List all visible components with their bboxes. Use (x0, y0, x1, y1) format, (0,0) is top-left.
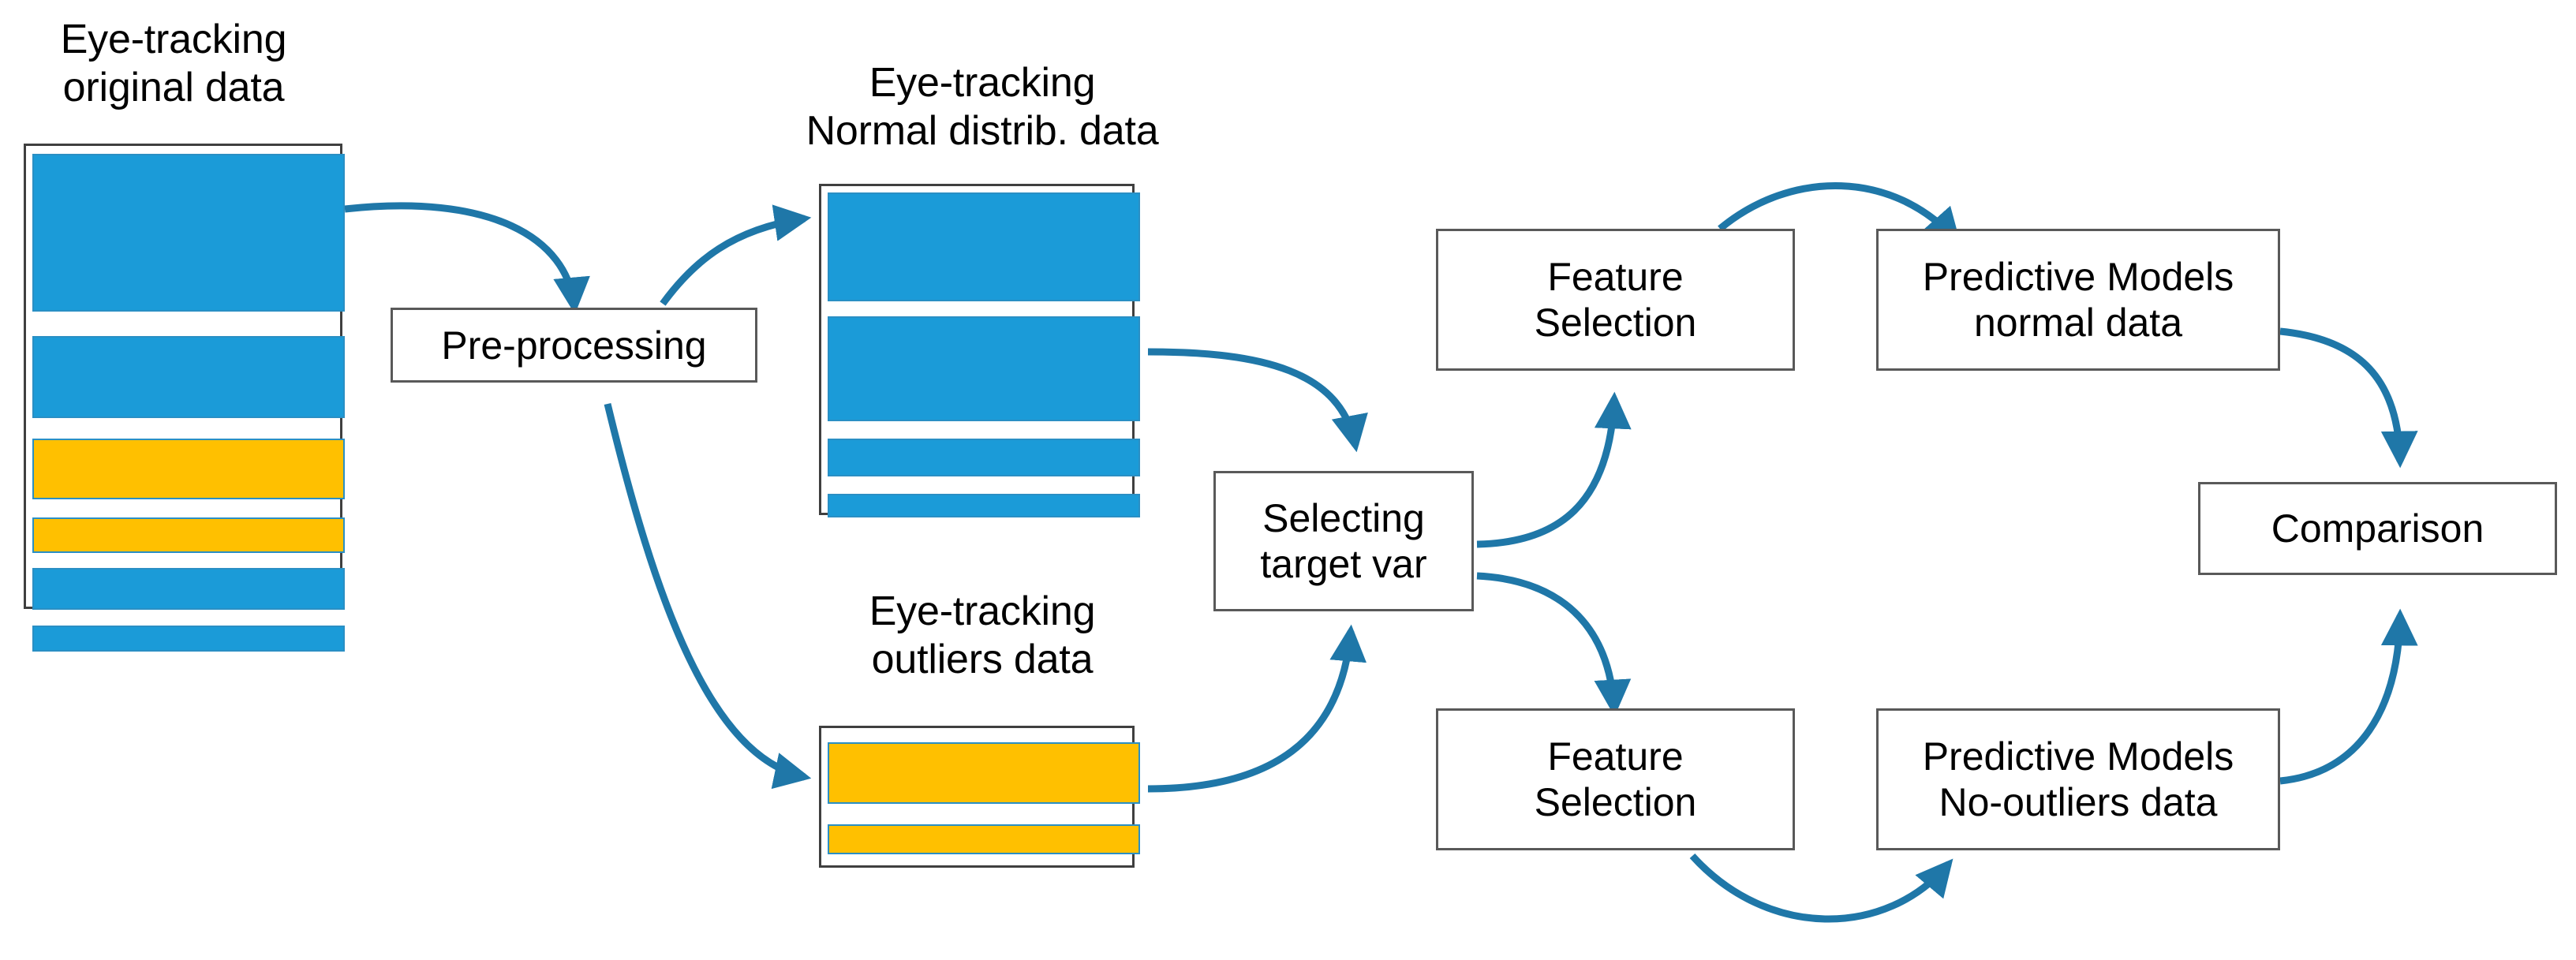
data-band (828, 824, 1140, 854)
arrow-outliers-to-selecting (1147, 624, 1367, 793)
arrow-models-no-outliers-to-comparison (2279, 608, 2418, 785)
node-predictive-models-no-outliers[interactable]: Predictive Models No-outliers data (1876, 708, 2280, 850)
data-stack-original (24, 144, 345, 652)
stack-label-original: Eye-tracking original data (60, 17, 287, 111)
node-feature-selection-bottom[interactable]: Feature Selection (1436, 708, 1795, 850)
data-stack-outliers (819, 726, 1140, 868)
data-band (828, 439, 1140, 476)
arrow-preprocessing-to-outliers (604, 402, 812, 790)
arrow-selecting-to-feature-top (1476, 391, 1632, 548)
data-band (828, 192, 1140, 301)
arrow-selecting-to-feature-bottom (1476, 572, 1632, 717)
data-band (32, 568, 345, 610)
data-stack-normal (819, 184, 1140, 517)
node-pre-processing[interactable]: Pre-processing (391, 308, 757, 383)
arrow-normal-to-selecting (1147, 348, 1368, 453)
stack-label-outliers: Eye-tracking outliers data (869, 588, 1096, 683)
arrow-models-normal-to-comparison (2279, 327, 2418, 469)
data-band (32, 517, 345, 553)
arrow-original-to-preprocessing (344, 202, 590, 315)
data-band (32, 626, 345, 652)
node-predictive-models-normal[interactable]: Predictive Models normal data (1876, 229, 2280, 371)
stack-label-normal: Eye-tracking Normal distrib. data (806, 60, 1159, 155)
data-band (32, 439, 345, 499)
node-selecting-target-var[interactable]: Selecting target var (1213, 471, 1474, 611)
arrow-preprocessing-to-normal (660, 204, 812, 306)
arrow-feature-bottom-to-models-no-outliers (1689, 853, 1953, 923)
node-feature-selection-top[interactable]: Feature Selection (1436, 229, 1795, 371)
data-band (828, 742, 1140, 804)
data-band (828, 316, 1140, 421)
data-band (32, 154, 345, 312)
data-band (32, 336, 345, 418)
node-comparison[interactable]: Comparison (2198, 482, 2557, 575)
data-band (828, 494, 1140, 517)
